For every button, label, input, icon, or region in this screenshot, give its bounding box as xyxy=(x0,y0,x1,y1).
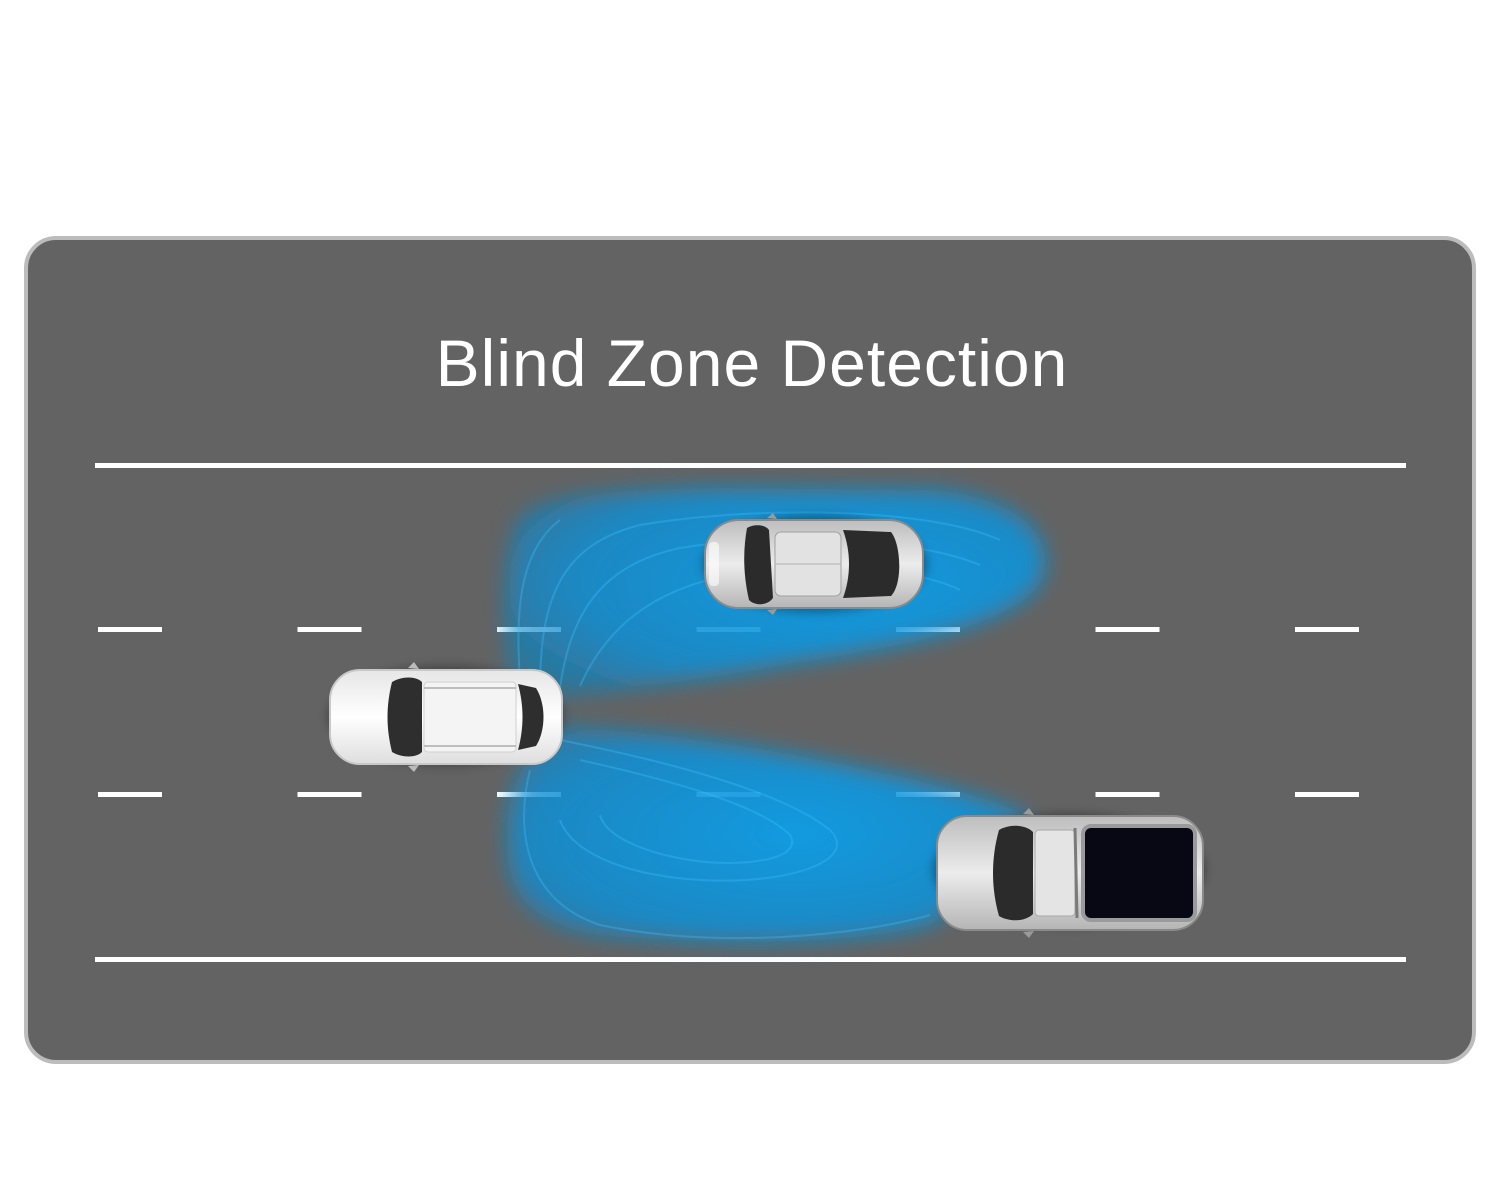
lane-dash xyxy=(1295,627,1359,632)
lane-dash xyxy=(1295,792,1359,797)
road-edge-line-top xyxy=(95,463,1406,468)
lane-dash xyxy=(98,792,162,797)
road-edge-line-bottom xyxy=(95,957,1406,962)
lane-dash xyxy=(1095,627,1160,632)
lane-dash xyxy=(98,627,162,632)
detection-zone-right xyxy=(506,726,1030,942)
lane-dash xyxy=(297,792,362,797)
lane-dash xyxy=(297,627,362,632)
host-car-top-view-icon xyxy=(328,662,564,772)
pickup-truck-top-view-icon xyxy=(933,808,1205,938)
lane-dash xyxy=(1095,792,1160,797)
sedan-top-view-icon xyxy=(703,513,927,615)
diagram-title: Blind Zone Detection xyxy=(436,326,1069,400)
